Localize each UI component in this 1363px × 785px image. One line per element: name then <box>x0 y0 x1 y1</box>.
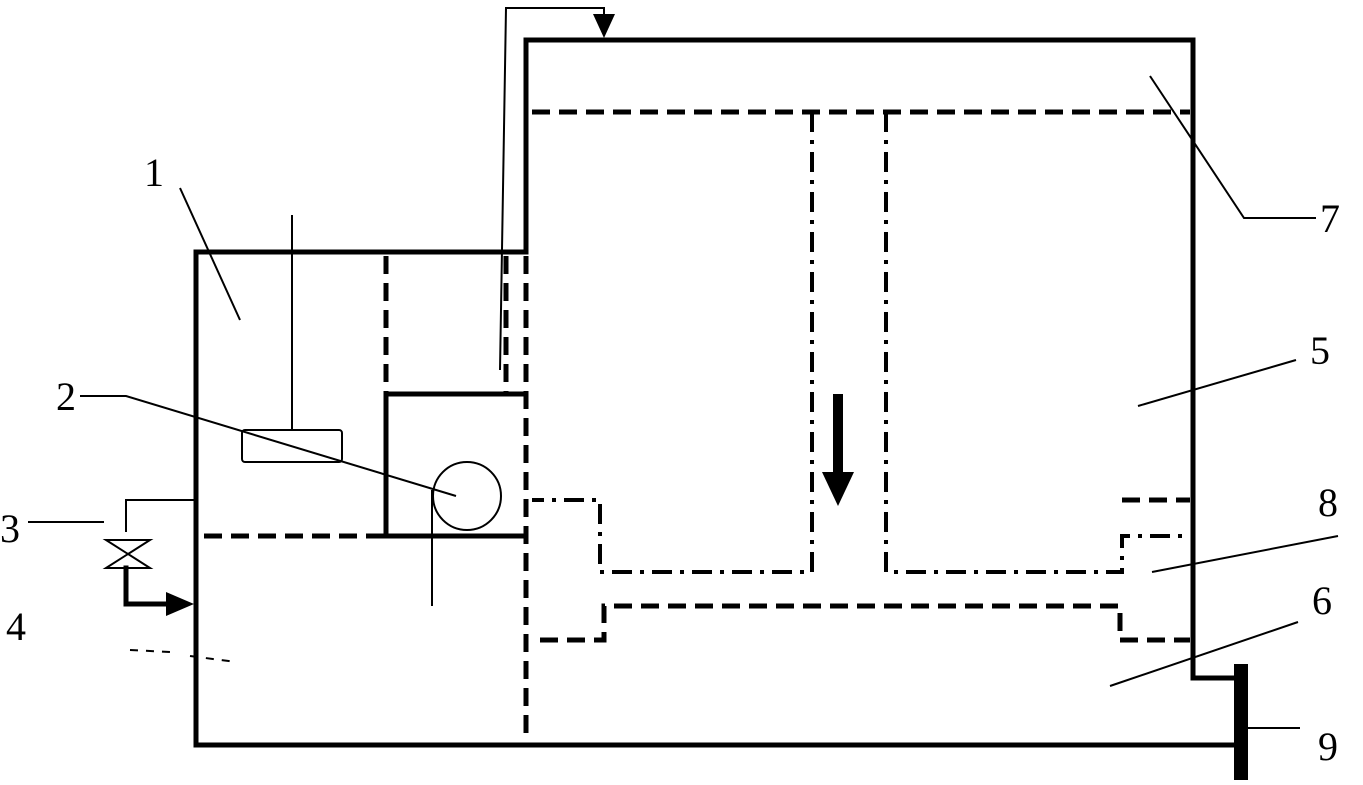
leader-8 <box>1151 535 1339 573</box>
side-inlet-arrow-icon <box>166 592 194 616</box>
labels: 1 2 3 4 5 6 7 8 9 <box>0 150 1340 769</box>
outlet-plate <box>1234 664 1248 780</box>
label-9: 9 <box>1318 724 1338 769</box>
right-tank-wall <box>523 37 1196 615</box>
label-1: 1 <box>144 150 164 195</box>
outlet-step <box>1190 609 1243 681</box>
label-5: 5 <box>1310 328 1330 373</box>
lower-left-mark-a <box>129 649 171 653</box>
label-2: 2 <box>56 374 76 419</box>
label-4: 4 <box>6 604 26 649</box>
flow-down-arrow-icon <box>822 472 854 506</box>
leader-2 <box>80 395 457 497</box>
label-8: 8 <box>1318 480 1338 525</box>
impeller-icon <box>432 461 502 531</box>
center-column-right <box>884 112 1190 574</box>
center-column-left <box>532 112 814 574</box>
side-valve-assembly <box>102 499 196 616</box>
label-3: 3 <box>0 506 20 551</box>
label-7: 7 <box>1320 196 1340 241</box>
right-chamber <box>532 109 1190 643</box>
valve-pipe-top <box>125 499 196 532</box>
leader-lines <box>28 75 1339 729</box>
left-chamber <box>129 215 529 742</box>
label-6: 6 <box>1312 578 1332 623</box>
float-sensor-icon <box>241 429 343 463</box>
valve-icon <box>102 539 154 569</box>
top-inlet-pipe <box>499 7 615 371</box>
inlet-pipe-line <box>499 7 605 371</box>
leader-1 <box>179 187 241 321</box>
pump-box <box>383 391 529 539</box>
lower-left-mark-b <box>189 655 237 663</box>
inlet-arrow-icon <box>593 14 615 38</box>
outer-walls <box>193 37 1243 748</box>
left-tank-wall <box>193 249 1243 748</box>
leader-7 <box>1149 75 1316 219</box>
leader-6 <box>1109 621 1299 687</box>
lower-channel-left <box>540 603 1190 643</box>
leader-5 <box>1137 359 1297 407</box>
